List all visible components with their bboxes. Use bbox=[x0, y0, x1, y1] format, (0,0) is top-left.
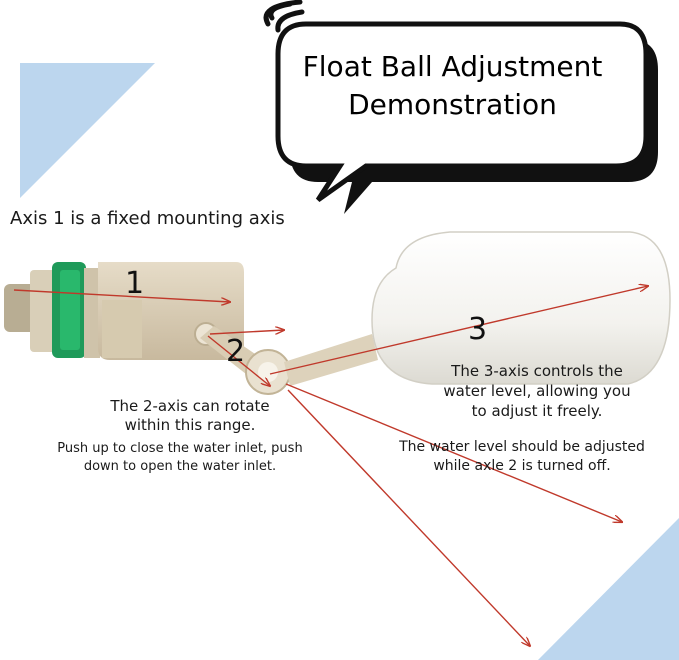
water-level-caption: The water level should be adjusted while… bbox=[374, 438, 670, 476]
axis-arrows bbox=[13, 286, 648, 646]
pivot1-to-pivot2-arrow bbox=[207, 335, 270, 386]
title-line-2: Demonstration bbox=[348, 88, 557, 121]
axis3-caption-line-2: water level, allowing you bbox=[443, 382, 631, 400]
axis3-caption-line-1: The 3-axis controls the bbox=[451, 362, 623, 380]
axis2-push-caption-line-2: down to open the water inlet. bbox=[83, 459, 277, 474]
accent-triangle-top-left bbox=[20, 63, 155, 198]
axis2-push-caption-line-1: Push up to close the water inlet, push bbox=[57, 441, 303, 456]
float-valve-illustration bbox=[4, 231, 671, 395]
axis3-arrow bbox=[269, 286, 648, 375]
range-upper-arrow bbox=[285, 383, 622, 522]
axis1-caption: Axis 1 is a fixed mounting axis bbox=[10, 208, 285, 229]
water-level-caption-line-2: while axle 2 is turned off. bbox=[433, 458, 611, 474]
axis-number-1: 1 bbox=[125, 266, 145, 301]
accent-triangle-bottom-right bbox=[538, 518, 679, 660]
range-lower-arrow bbox=[287, 389, 530, 646]
pivot1-arrow bbox=[209, 330, 284, 335]
axis3-caption: The 3-axis controls the water level, all… bbox=[404, 361, 670, 421]
axis2-caption-line-1: The 2-axis can rotate bbox=[110, 397, 270, 415]
axis2-caption: The 2-axis can rotate within this range. bbox=[60, 397, 320, 435]
axis2-push-caption: Push up to close the water inlet, push d… bbox=[20, 440, 340, 476]
water-level-caption-line-1: The water level should be adjusted bbox=[399, 439, 645, 455]
axis-number-2: 2 bbox=[226, 334, 246, 369]
axis3-caption-line-3: to adjust it freely. bbox=[471, 402, 603, 420]
axis-number-3: 3 bbox=[468, 312, 488, 347]
axis2-caption-line-2: within this range. bbox=[124, 416, 256, 434]
speech-bubble bbox=[263, 0, 658, 214]
title-line-1: Float Ball Adjustment bbox=[302, 50, 603, 83]
axis1-arrow bbox=[13, 289, 230, 302]
